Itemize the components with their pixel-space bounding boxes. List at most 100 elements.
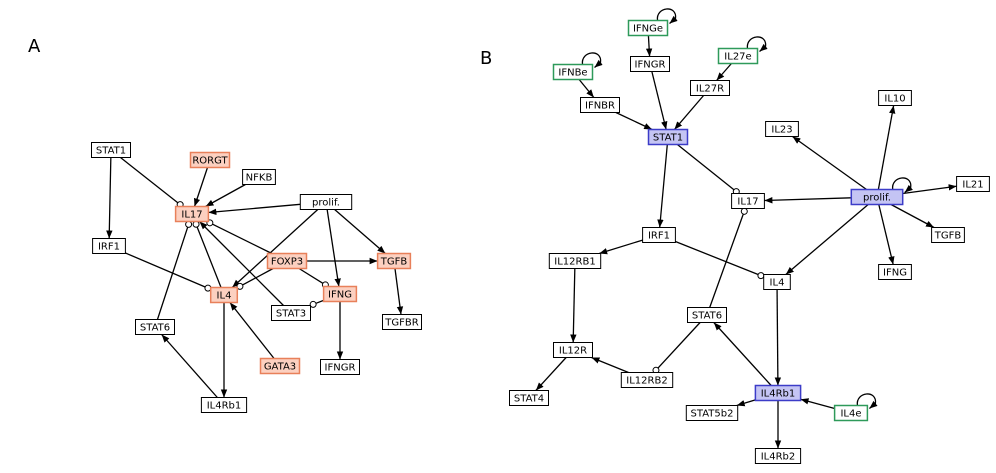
edge-il12rb1-to-il12r (570, 268, 577, 343)
node-tgfb-panel-b: TGFB (931, 227, 965, 243)
node-box (91, 142, 131, 158)
node-label: IL21 (962, 180, 983, 191)
node-il4rb2-panel-b: IL4Rb2 (754, 448, 802, 464)
node-box (878, 264, 912, 280)
node-label: prolif. (863, 193, 891, 204)
node-nfkb-panel-a: NFKB (242, 169, 276, 185)
node-box (765, 121, 799, 137)
node-label: IRF1 (648, 231, 670, 242)
node-tgfbr-panel-a: TGFBR (382, 314, 422, 330)
node-label: STAT5b2 (691, 409, 734, 420)
node-box (580, 97, 620, 113)
node-box (690, 80, 730, 96)
node-label: STAT1 (96, 146, 126, 157)
edge-stat6-to-il17-inhibit-marker (185, 220, 193, 228)
node-label: TGFBR (384, 318, 418, 329)
node-box (931, 227, 965, 243)
edge-prolif--to-il10 (877, 105, 896, 190)
edge-ifnbr-to-stat1 (615, 111, 653, 131)
node-label: IL4e (840, 409, 861, 420)
node-il4-panel-b: IL4 (763, 274, 791, 290)
node-stat1-panel-b: STAT1 (647, 128, 689, 146)
node-il21-panel-b: IL21 (956, 176, 990, 192)
edge-stat3-to-il17 (199, 221, 284, 306)
node-stat6-panel-b: STAT6 (687, 307, 727, 323)
edge-prolif--to-il23 (792, 135, 867, 191)
node-il4rb1-panel-b: IL4Rb1 (754, 384, 802, 402)
node-box (92, 238, 126, 254)
node-box (553, 342, 593, 358)
edge-il4rb1-to-stat6 (161, 334, 218, 398)
node-il27r-panel-b: IL27R (690, 80, 730, 96)
node-box (731, 193, 765, 209)
edge-il4e-to-il4rb1 (800, 398, 835, 410)
node-box (685, 405, 739, 421)
node-box (259, 357, 301, 375)
node-box (878, 90, 912, 106)
edge-il12rb2-to-il12r (591, 356, 629, 374)
node-box (956, 176, 990, 192)
node-label: IL4 (217, 291, 232, 302)
node-il23-panel-b: IL23 (765, 121, 799, 137)
node-box (627, 19, 669, 37)
node-tgfb-panel-a: TGFB (376, 252, 412, 270)
node-gata3-panel-a: GATA3 (259, 357, 301, 375)
edge-stat6-to-il12rb2 (657, 322, 701, 369)
node-prolif--panel-b: prolif. (850, 188, 904, 206)
edge-il4rb1-to-stat6 (713, 322, 772, 386)
node-label: IFNG (883, 268, 907, 279)
edge-prolif--to-prolif--self-loop (892, 177, 913, 193)
node-il17-panel-a: IL17 (174, 205, 210, 223)
edge-rorgt-to-il17 (193, 167, 209, 207)
node-label: IFNG (328, 290, 352, 301)
edge-prolif--to-il21 (902, 184, 957, 195)
edge-ifng-to-stat3-inhibit-marker (309, 300, 317, 308)
node-box (850, 188, 904, 206)
node-foxp3-panel-a: FOXP3 (266, 252, 308, 270)
node-label: IL17 (181, 210, 202, 221)
node-label: IFNBe (558, 68, 587, 79)
edge-foxp3-to-il4 (242, 267, 274, 286)
node-box (754, 448, 802, 464)
node-ifnge-panel-b: IFNGe (627, 19, 669, 37)
edge-prolif--to-tgfb (334, 209, 386, 254)
node-box (266, 252, 308, 270)
edge-il27e-to-il27r (716, 63, 732, 81)
node-label: STAT6 (140, 323, 170, 334)
node-label: IL27R (696, 84, 724, 95)
node-box (687, 307, 727, 323)
panel-b-letter: B (480, 48, 493, 69)
node-box (552, 63, 594, 81)
node-box (322, 285, 358, 303)
node-il17-panel-b: IL17 (731, 193, 765, 209)
node-stat1-panel-a: STAT1 (91, 142, 131, 158)
edge-nfkb-to-il17 (205, 183, 246, 208)
edge-tgfb-to-tgfbr (394, 268, 404, 315)
node-stat3-panel-a: STAT3 (271, 305, 311, 321)
edge-ifnbe-to-ifnbe-self-loop (581, 52, 603, 68)
edge-prolif--to-il17 (208, 203, 301, 216)
edge-foxp3-to-ifng (298, 267, 324, 284)
node-box (376, 252, 412, 270)
node-label: IL10 (884, 94, 905, 105)
edge-foxp3-to-il4-inhibit-marker (236, 282, 244, 290)
edge-gata3-to-il4 (229, 302, 275, 359)
node-ifnbr-panel-b: IFNBR (580, 97, 620, 113)
node-label: IL4Rb1 (207, 401, 242, 412)
node-label: IL27e (724, 52, 751, 63)
edge-prolif--to-ifng (326, 209, 341, 287)
node-stat5b2-panel-b: STAT5b2 (685, 405, 739, 421)
node-label: IL12RB1 (554, 257, 595, 268)
edge-stat1-to-irf1 (657, 144, 668, 228)
node-ifng-panel-a: IFNG (322, 285, 358, 303)
node-box (647, 128, 689, 146)
node-label: RORGT (192, 156, 228, 167)
node-label: TGFB (934, 231, 962, 242)
node-label: IL17 (737, 197, 758, 208)
node-label: IL12RB2 (626, 376, 667, 387)
node-il4e-panel-b: IL4e (833, 404, 869, 422)
edge-irf1-to-il12rb1 (599, 239, 643, 255)
node-box (620, 372, 674, 388)
edge-il4e-to-il4e-self-loop (856, 393, 878, 409)
